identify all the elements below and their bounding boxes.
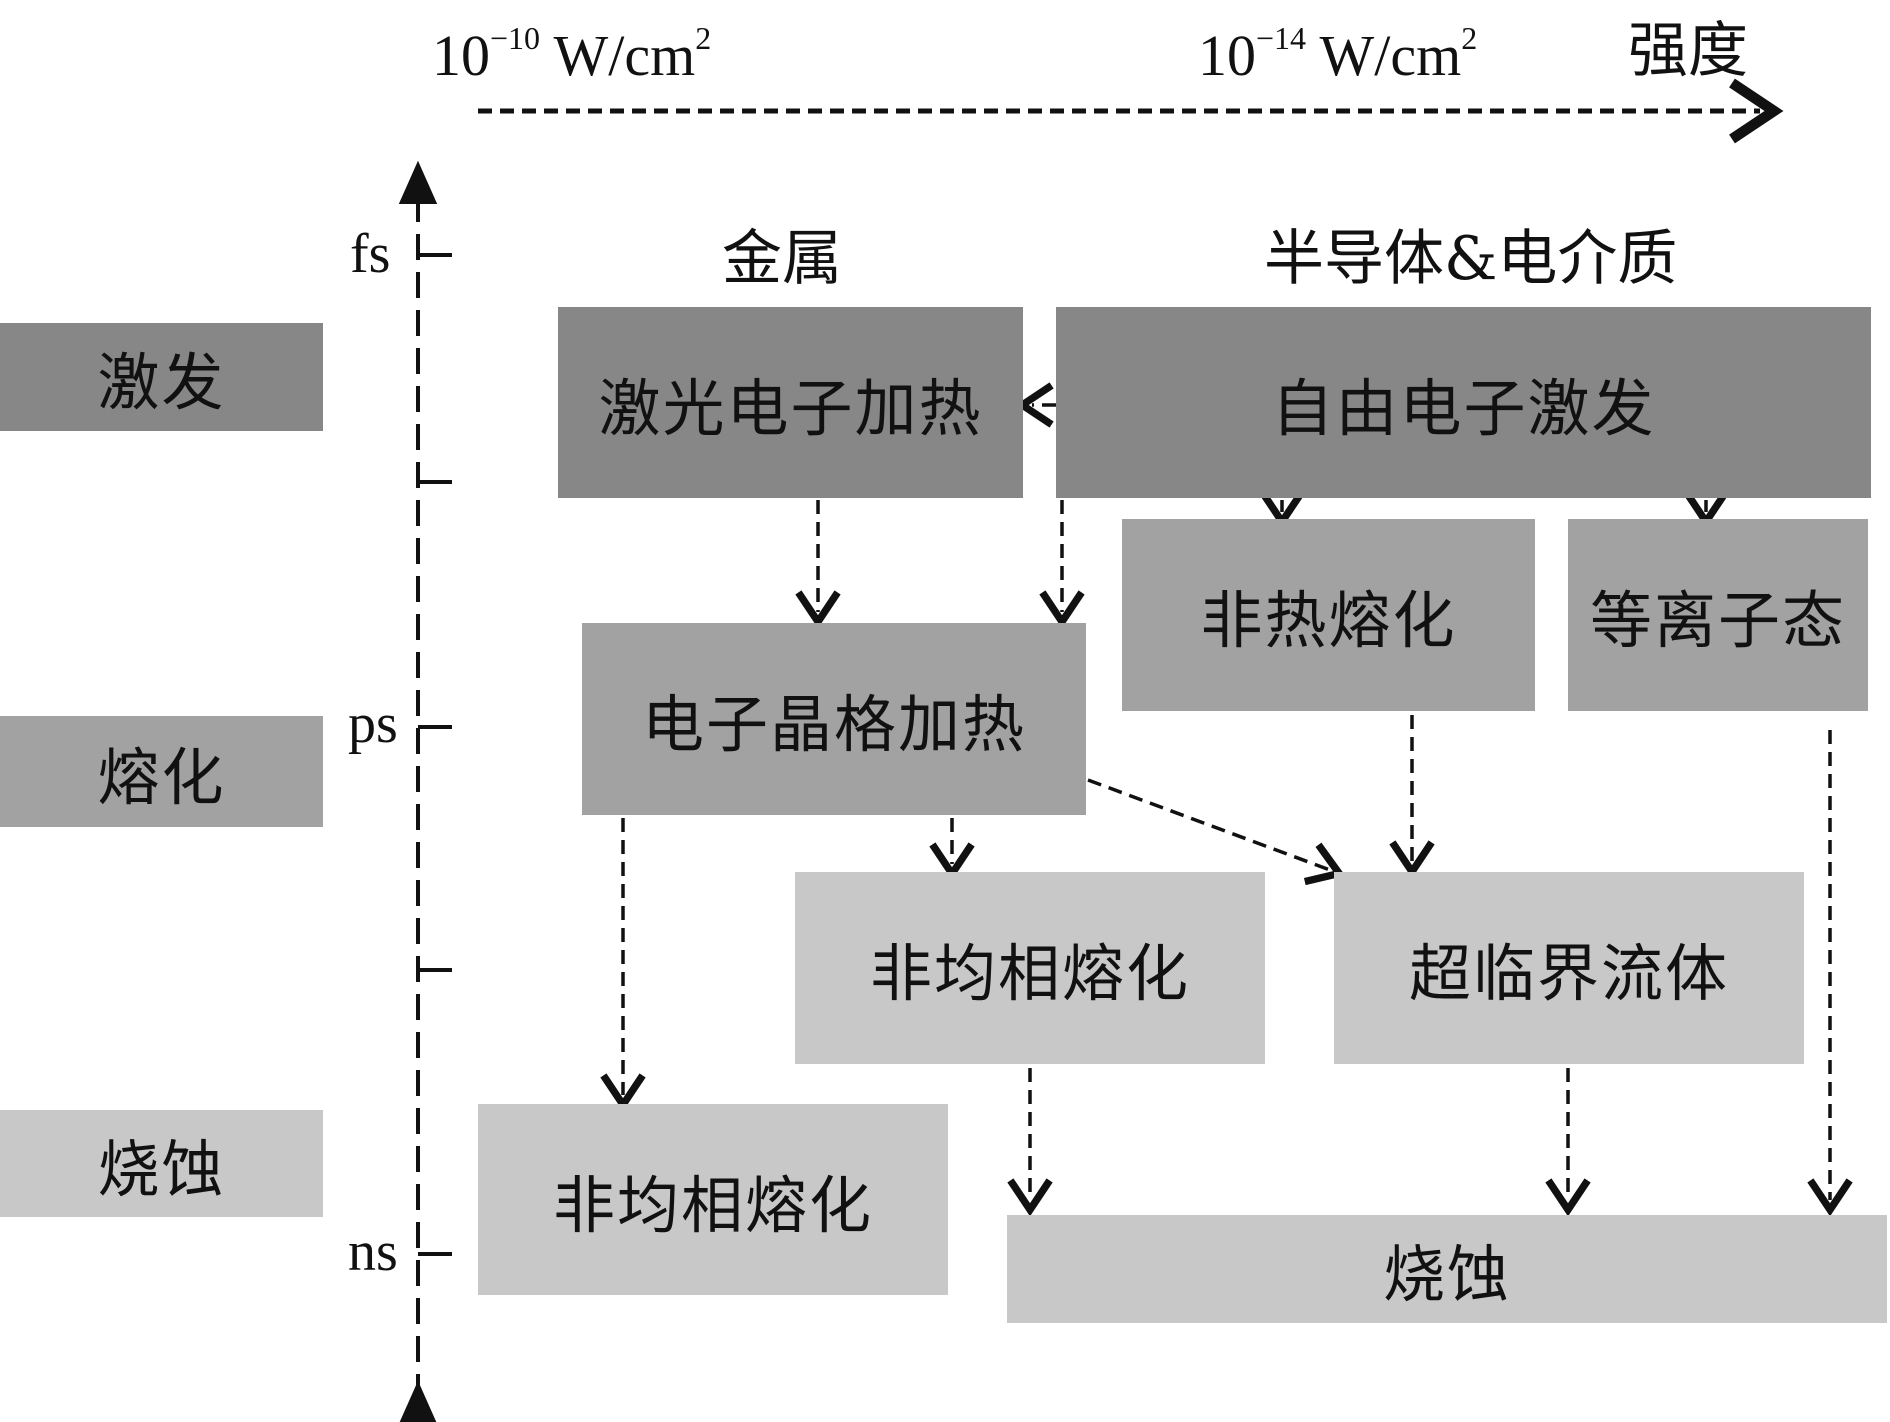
intensity-low-label: 10−10 W/cm2 (432, 20, 711, 89)
intensity-high-label: 10−14 W/cm2 (1198, 20, 1477, 89)
stage-ablation: 烧蚀 (0, 1110, 323, 1217)
column-semiconductor-dielectric: 半导体&电介质 (1264, 224, 1678, 294)
node-electron-lattice-heating: 电子晶格加热 (582, 623, 1086, 815)
stage-excitation: 激发 (0, 323, 323, 431)
node-nonthermal-melting: 非热熔化 (1122, 519, 1535, 711)
node-free-electron-excitation: 自由电子激发 (1056, 307, 1871, 498)
node-laser-electron-heating: 激光电子加热 (558, 307, 1023, 498)
node-plasma: 等离子态 (1568, 519, 1868, 711)
low-unit: W/cm (540, 23, 696, 88)
stage-melting: 熔化 (0, 716, 323, 827)
column-metal: 金属 (722, 224, 842, 294)
arrow-lattice-to-supercritical (1087, 778, 1346, 886)
time-axis-ticks (418, 253, 452, 1256)
node-supercritical-fluid: 超临界流体 (1334, 872, 1804, 1064)
node-ablation: 烧蚀 (1007, 1215, 1887, 1323)
tick-label-fs: fs (350, 223, 391, 285)
tick-label-ps: ps (348, 693, 398, 755)
high-unit-exp: 2 (1461, 20, 1478, 56)
high-base: 10 (1198, 23, 1256, 88)
high-exp: −14 (1256, 20, 1307, 56)
intensity-axis-title: 强度 (1628, 16, 1748, 86)
low-exp: −10 (490, 20, 541, 56)
low-unit-exp: 2 (695, 20, 712, 56)
node-heterogeneous-melting-bottom: 非均相熔化 (478, 1104, 948, 1295)
node-heterogeneous-melting-mid: 非均相熔化 (795, 872, 1265, 1064)
low-base: 10 (432, 23, 490, 88)
tick-label-ns: ns (348, 1221, 398, 1283)
high-unit: W/cm (1306, 23, 1462, 88)
